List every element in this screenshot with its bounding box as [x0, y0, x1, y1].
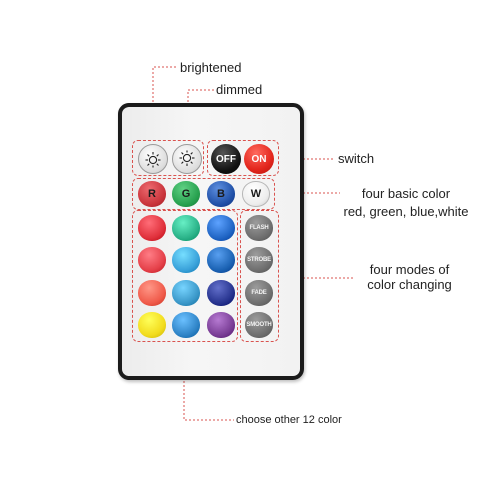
color-button-4[interactable] — [138, 247, 166, 273]
color-button-8[interactable] — [172, 280, 200, 306]
switch-group-outline — [207, 140, 279, 176]
color-button-10[interactable] — [138, 312, 166, 338]
color-button-11[interactable] — [172, 312, 200, 338]
dim-button[interactable] — [172, 144, 202, 174]
color-button-2[interactable] — [172, 215, 200, 241]
red-button[interactable]: R — [138, 181, 166, 207]
green-label: G — [181, 188, 191, 200]
strobe-button[interactable]: STROBE — [245, 247, 273, 273]
color-button-7[interactable] — [138, 280, 166, 306]
off-label: OFF — [216, 153, 236, 165]
flash-label: FLASH — [249, 225, 269, 231]
basic-color-caption: four basic color red, green, blue,white — [331, 186, 481, 219]
basic-color-line1: four basic color — [361, 186, 451, 201]
color-button-5[interactable] — [172, 247, 200, 273]
smooth-label: SMOOTH — [246, 322, 272, 328]
white-button[interactable]: W — [242, 181, 270, 207]
fade-button[interactable]: FADE — [245, 280, 273, 306]
modes-group-outline — [240, 210, 279, 342]
on-label: ON — [251, 153, 267, 165]
flash-button[interactable]: FLASH — [245, 215, 273, 241]
green-button[interactable]: G — [172, 181, 200, 207]
basic-color-line2: red, green, blue,white — [343, 204, 469, 219]
color-grid-group-outline — [132, 210, 238, 342]
sun-up-icon — [145, 152, 161, 168]
blue-button[interactable]: B — [207, 181, 235, 207]
color-button-12[interactable] — [207, 312, 235, 338]
blue-label: B — [217, 188, 225, 200]
modes-caption: four modes of color changing — [352, 262, 467, 292]
other-colors-label: choose other 12 color — [236, 414, 342, 426]
brighten-button[interactable] — [138, 144, 168, 174]
off-button[interactable]: OFF — [211, 144, 241, 174]
color-button-3[interactable] — [207, 215, 235, 241]
white-label: W — [250, 188, 262, 200]
smooth-button[interactable]: SMOOTH — [245, 312, 273, 338]
red-label: R — [148, 188, 156, 200]
other-colors-leader — [183, 341, 234, 421]
sun-down-icon — [179, 150, 195, 166]
fade-label: FADE — [251, 290, 267, 296]
strobe-label: STROBE — [247, 257, 271, 263]
modes-line1: four modes of — [369, 262, 450, 277]
switch-label: switch — [338, 151, 375, 166]
brightened-label: brightened — [180, 60, 242, 75]
color-button-9[interactable] — [207, 280, 235, 306]
modes-line2: color changing — [367, 277, 452, 292]
brightness-group-outline — [132, 140, 204, 176]
basic-color-group-outline — [132, 178, 275, 210]
color-button-6[interactable] — [207, 247, 235, 273]
on-button[interactable]: ON — [244, 144, 274, 174]
dimmed-label: dimmed — [216, 82, 263, 97]
color-button-1[interactable] — [138, 215, 166, 241]
